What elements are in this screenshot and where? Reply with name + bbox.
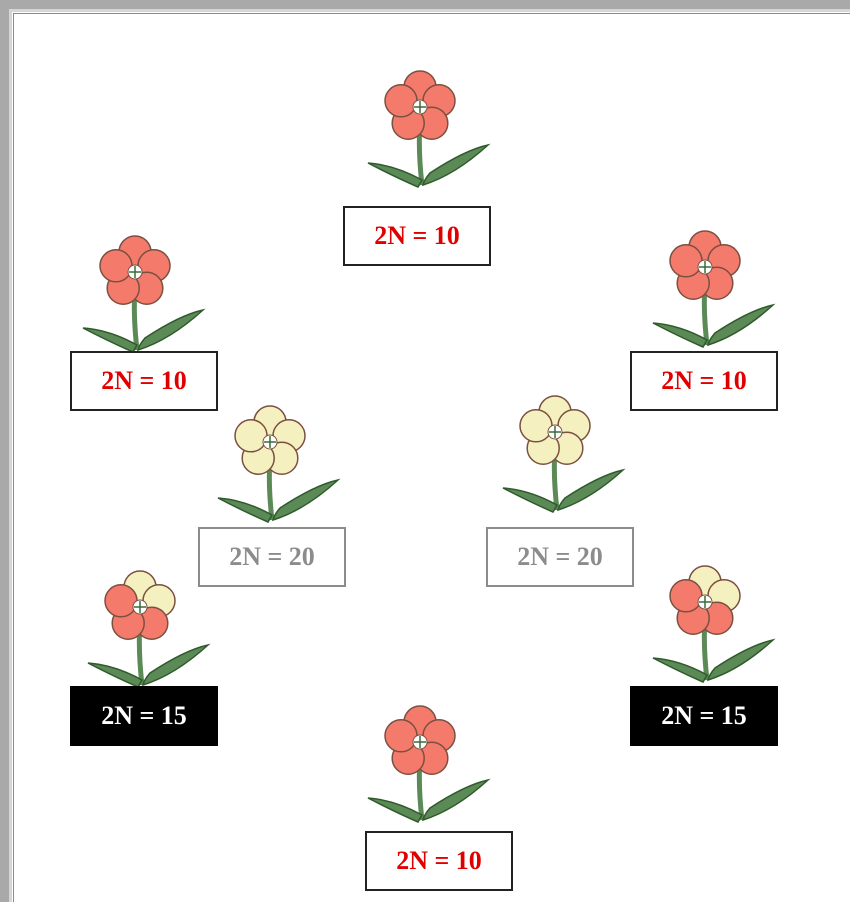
flower-right-lower: [645, 560, 785, 690]
right-leaf: [558, 470, 623, 510]
frame-line-left: [13, 13, 14, 902]
left-leaf: [88, 663, 142, 687]
flower-left-upper: [75, 230, 215, 360]
petal: [235, 420, 267, 452]
right-leaf: [143, 645, 208, 685]
flower-top: [360, 65, 500, 195]
left-leaf: [653, 658, 707, 682]
flower-bottom: [360, 700, 500, 830]
label-right-lower: 2N = 15: [630, 686, 778, 746]
left-leaf: [368, 798, 422, 822]
right-leaf: [423, 780, 488, 820]
right-leaf: [423, 145, 488, 185]
left-leaf: [653, 323, 707, 347]
label-top: 2N = 10: [343, 206, 491, 266]
label-right-upper: 2N = 10: [630, 351, 778, 411]
left-leaf: [368, 163, 422, 187]
right-leaf: [273, 480, 338, 520]
petal: [385, 85, 417, 117]
frame-line-top: [13, 13, 850, 14]
petal: [670, 245, 702, 277]
right-leaf: [708, 640, 773, 680]
label-left-lower: 2N = 15: [70, 686, 218, 746]
label-bottom: 2N = 10: [365, 831, 513, 891]
petal: [100, 250, 132, 282]
right-leaf: [708, 305, 773, 345]
left-leaf: [83, 328, 137, 352]
right-leaf: [138, 310, 203, 350]
flower-inner-right: [495, 390, 635, 520]
label-inner-left: 2N = 20: [198, 527, 346, 587]
petal: [105, 585, 137, 617]
petal: [385, 720, 417, 752]
petal: [670, 580, 702, 612]
frame-edge-top: [0, 0, 850, 9]
label-inner-right: 2N = 20: [486, 527, 634, 587]
frame-edge-left: [0, 0, 9, 902]
flower-right-upper: [645, 225, 785, 355]
flower-inner-left: [210, 400, 350, 530]
left-leaf: [503, 488, 557, 512]
label-left-upper: 2N = 10: [70, 351, 218, 411]
petal: [520, 410, 552, 442]
left-leaf: [218, 498, 272, 522]
